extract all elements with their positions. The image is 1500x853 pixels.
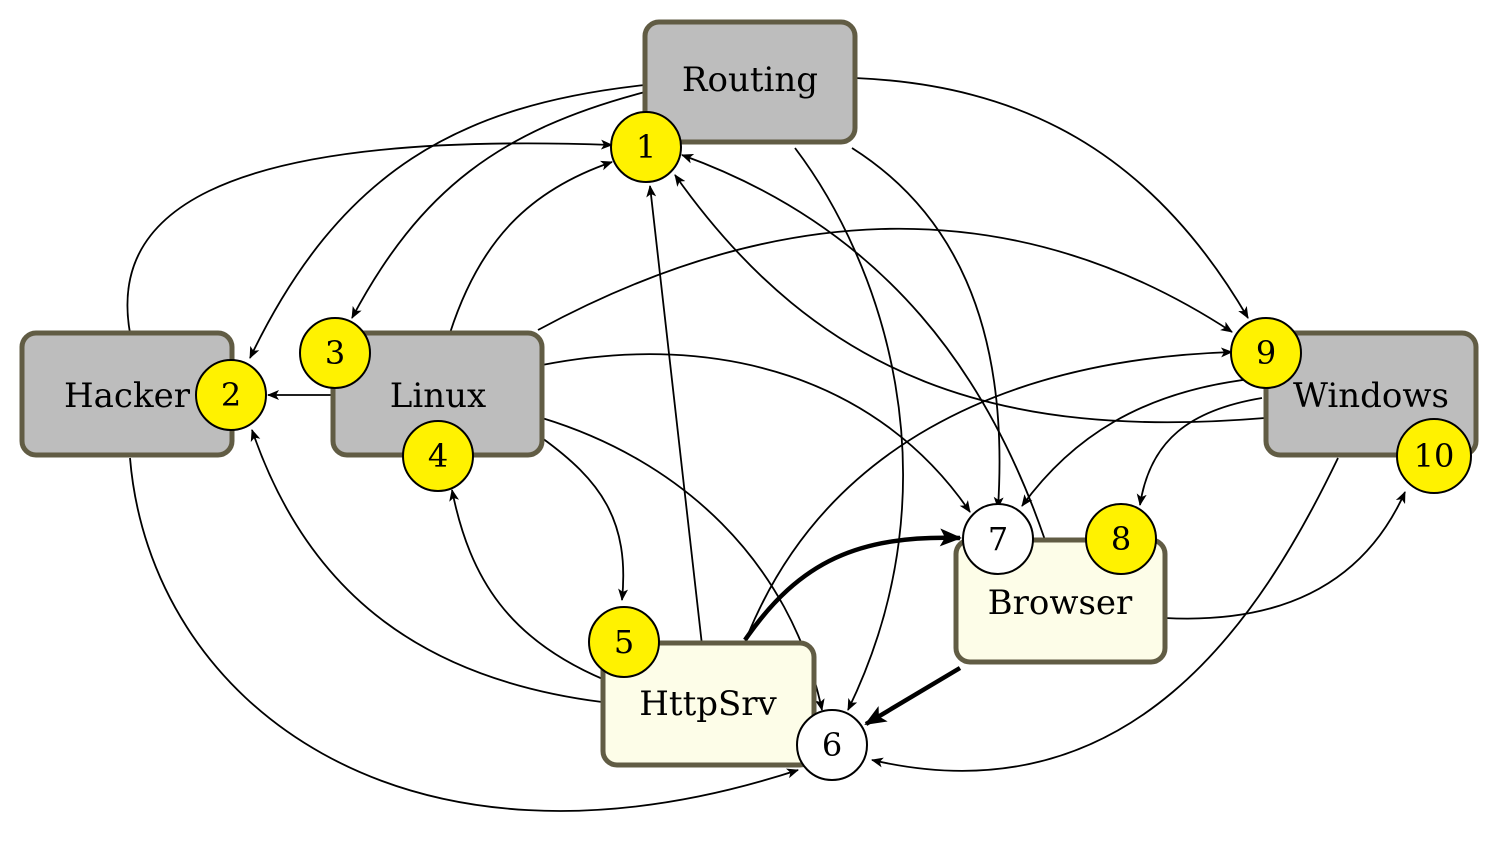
edge-linux-to-1 [449,160,613,334]
node-windows-label: Windows [1293,376,1449,416]
edge-browser-to-10 [1164,491,1406,620]
edge-routing-to-9 [854,77,1249,319]
edges [126,77,1406,812]
edge-httpsrv-to-7-thick [743,528,962,642]
badge-2-circle [195,359,267,431]
edge-windows-to-1 [674,174,1266,424]
node-browser-label: Browser [988,583,1133,623]
node-routing: Routing [642,19,858,145]
edge-windows-to-8 [1136,397,1263,506]
badge-7-circle [962,503,1034,575]
badge-9-label: 9 [1256,334,1276,372]
node-linux-label: Linux [390,376,486,416]
badge-2-label: 2 [221,376,241,414]
badge-1: 1 [610,111,682,183]
badge-7: 7 [962,503,1034,575]
badge-10-label: 10 [1414,437,1455,475]
badge-4: 4 [402,420,474,492]
badge-9: 9 [1230,317,1302,389]
edge-routing-to-2 [249,84,646,359]
badge-6-label: 6 [822,726,842,764]
badge-9-circle [1230,317,1302,389]
node-linux: Linux [330,330,545,458]
node-httpsrv: HttpSrv [600,640,817,768]
edge-linux-to-5 [541,437,629,601]
badge-2: 2 [195,359,267,431]
badge-1-circle [610,111,682,183]
badge-3-circle [299,317,371,389]
node-routing-box [642,19,858,145]
edge-httpsrv-to-2 [250,429,603,703]
badge-8-circle [1085,503,1157,575]
edge-hacker-to-1 [126,139,613,334]
edge-httpsrv-to-4 [449,489,606,681]
badge-4-label: 4 [428,437,448,475]
edge-routing-to-7 [851,147,1004,509]
edge-routing-to-6 [794,147,904,711]
badge-10: 10 [1396,418,1472,494]
badge-4-circle [402,420,474,492]
node-routing-label: Routing [682,60,818,100]
badge-3-label: 3 [325,334,345,372]
nodes: Routing Hacker Linux Windows HttpSrv Bro… [19,19,1479,768]
badge-7-label: 7 [988,520,1008,558]
badge-5-label: 5 [614,623,634,661]
badges: 1 2 3 4 5 6 7 8 [195,111,1472,781]
node-httpsrv-label: HttpSrv [639,684,777,724]
badge-1-label: 1 [636,128,656,166]
badge-6-circle [796,709,868,781]
node-httpsrv-box [600,640,817,768]
edge-httpsrv-to-9 [744,347,1233,643]
badge-3: 3 [299,317,371,389]
edge-linux-to-7 [541,353,971,513]
edge-httpsrv-to-1 [646,185,703,646]
edge-linux-to-9 [537,227,1233,333]
edge-routing-to-3 [351,91,646,319]
node-hacker-label: Hacker [64,376,191,416]
node-hacker: Hacker [19,330,235,458]
edge-browser-to-6-thick [864,666,962,726]
badge-5-circle [588,606,660,678]
badge-8-label: 8 [1111,520,1131,558]
badge-6: 6 [796,709,868,781]
edge-hacker-to-6 [129,457,799,812]
edge-9-to-7 [1021,377,1261,507]
badge-8: 8 [1085,503,1157,575]
badge-10-circle [1396,418,1472,494]
badge-5: 5 [588,606,660,678]
edge-browser-to-1 [681,154,1046,541]
edge-windows-to-6 [871,457,1339,772]
